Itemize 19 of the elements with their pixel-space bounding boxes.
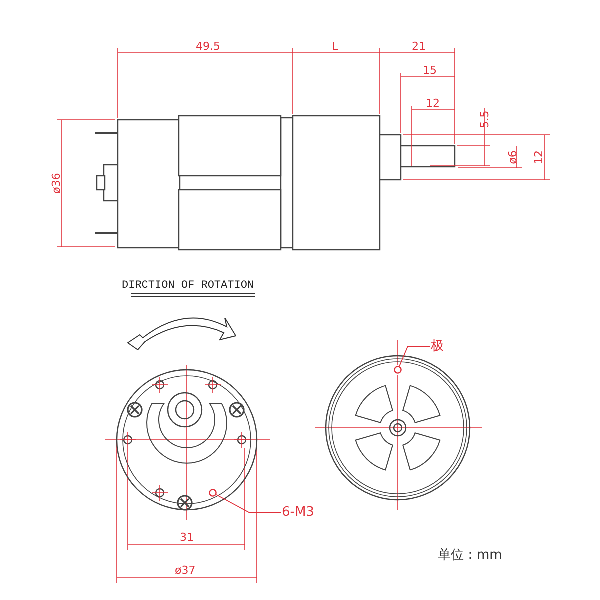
dimension-value: ø37 <box>175 565 196 576</box>
polarity-label: 极 <box>431 340 444 353</box>
rotation-caption: DIRCTION OF ROTATION <box>122 281 254 292</box>
dimension-value: 12 <box>534 150 544 164</box>
dimension-value: ø36 <box>50 173 62 194</box>
dimension-value: 15 <box>423 65 437 76</box>
leader-line <box>399 346 430 367</box>
dimension-value: 12 <box>426 98 440 109</box>
polarity-mark <box>394 366 402 374</box>
dimension-value: 31 <box>180 532 194 543</box>
dimension-value: 49.5 <box>196 41 220 52</box>
leader-line <box>216 494 282 513</box>
dimension-value: 5.5 <box>479 110 490 128</box>
dimension-value: 21 <box>412 41 426 52</box>
dimension-value: L <box>332 41 338 52</box>
dimension-value: ø6 <box>507 150 518 164</box>
thread-label: 6-M3 <box>282 506 314 519</box>
unit-note: 单位：mm <box>438 549 502 562</box>
mounting-hole <box>209 489 217 497</box>
